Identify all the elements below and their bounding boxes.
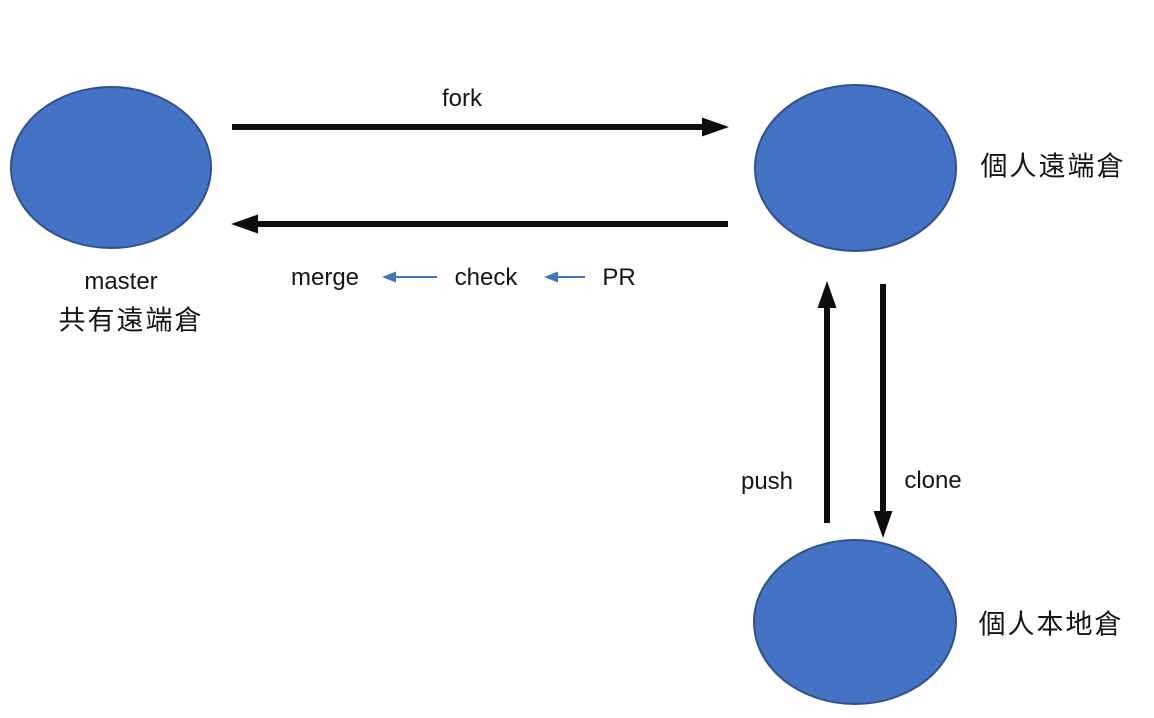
check-to-merge-arrow: [382, 271, 437, 283]
personal-remote-repo-node: [754, 84, 957, 252]
clone-arrow: [873, 284, 893, 538]
shared-remote-repo-label: 共有遠端倉: [58, 305, 204, 336]
shared-remote-repo-node: [10, 86, 212, 249]
pr-to-check-arrow: [544, 271, 585, 283]
pr-label: PR: [602, 264, 636, 291]
merge-label: merge: [290, 264, 360, 291]
push-arrow: [817, 281, 837, 523]
fork-arrow: [232, 117, 729, 137]
merge-arrow: [231, 214, 728, 234]
shared-remote-branch-label: master: [84, 268, 158, 295]
push-label: push: [740, 468, 794, 495]
personal-local-repo-node: [753, 539, 957, 705]
check-label: check: [454, 264, 518, 291]
clone-label: clone: [904, 467, 962, 494]
personal-remote-repo-label: 個人遠端倉: [980, 151, 1126, 182]
personal-local-repo-label: 個人本地倉: [978, 609, 1124, 640]
fork-label: fork: [441, 85, 483, 112]
